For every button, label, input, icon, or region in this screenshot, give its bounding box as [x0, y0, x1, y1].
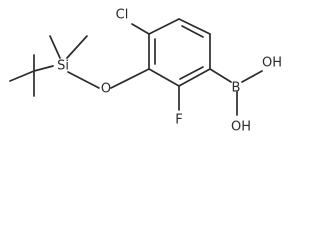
ring-bond-top-right	[178, 18, 211, 35]
bond-si-o	[67, 71, 100, 89]
bond-ring-cl	[131, 23, 150, 35]
bond-tbutyl-si	[33, 65, 54, 72]
atom-label-b: B	[232, 81, 241, 96]
ring-bond-bottom-left	[148, 68, 180, 87]
atom-label-o: O	[101, 82, 111, 97]
ring-bond-top-left	[148, 18, 180, 35]
bond-si-methyl-left	[49, 35, 61, 59]
bond-o-ring	[110, 68, 150, 89]
chemical-structure: Cl Si O F B OH OH	[9, 8, 282, 135]
ring-bond-bottom-right	[178, 68, 211, 87]
atom-label-si: Si	[57, 59, 69, 74]
ring-double-bond-bottom	[179, 66, 204, 80]
ring-double-bond-top	[181, 25, 204, 38]
bond-ring-b	[209, 68, 232, 83]
bond-b-oh-upper	[241, 70, 263, 83]
bond-tbutyl-methyl-left	[9, 70, 35, 82]
atom-label-oh-upper: OH	[262, 56, 282, 71]
atom-label-f: F	[175, 113, 182, 128]
atom-label-cl: Cl	[116, 8, 129, 23]
atom-label-oh-lower: OH	[231, 120, 251, 135]
bond-si-methyl-right	[66, 35, 88, 59]
